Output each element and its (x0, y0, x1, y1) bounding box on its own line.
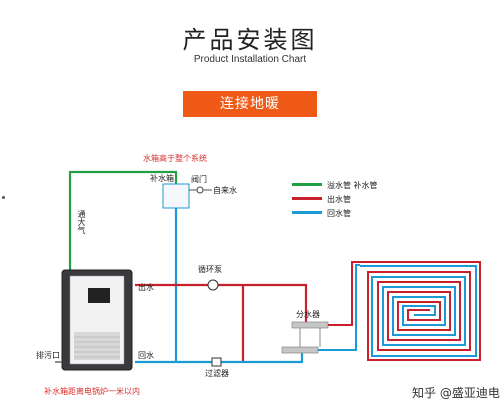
loop-supply-link (328, 261, 360, 326)
legend-swatch-green (292, 183, 322, 186)
outlet-label: 出水 (138, 283, 154, 292)
floor-loop-return (360, 265, 477, 357)
page-subtitle: Product Installation Chart (193, 54, 307, 65)
tap-water-label: 自来水 (213, 186, 237, 195)
circulation-pump-icon (207, 279, 219, 291)
legend-swatch-red (292, 197, 322, 200)
legend-label: 溢水管 补水管 (327, 181, 378, 190)
circulation-pump-label: 循环泵 (198, 265, 222, 274)
vent-pipe (68, 170, 178, 270)
outlet-pipe (135, 283, 308, 322)
manifold-top (291, 321, 329, 329)
legend-label: 回水管 (327, 209, 351, 218)
return-label: 回水 (138, 351, 154, 360)
manifold-label: 分水器 (296, 310, 320, 319)
boiler-vent-grille (74, 332, 120, 360)
watermark: 知乎 @盛亚迪电器 (412, 386, 500, 400)
filter-icon (211, 357, 222, 367)
filter-label: 过滤器 (205, 369, 229, 378)
floor-loop-supply (360, 261, 481, 361)
section-banner: 连接地暖 (183, 91, 317, 117)
makeup-tank-label: 补水箱 (150, 174, 174, 183)
tank-height-note: 水箱高于整个系统 (143, 154, 207, 163)
loop-return-link (318, 264, 360, 351)
stray-dot (2, 196, 5, 199)
boiler-vent-lines (74, 336, 120, 358)
makeup-tank (162, 183, 190, 209)
page-title: 产品安装图 (182, 26, 318, 54)
vent-label: 通大气 (77, 210, 86, 234)
valve-label: 阀门 (191, 175, 207, 184)
boiler-display (88, 288, 110, 303)
manifold-bottom (281, 346, 319, 354)
legend-swatch-blue (292, 211, 322, 214)
legend-label: 出水管 (327, 195, 351, 204)
drain-label: 排污口 (36, 351, 60, 360)
valve-icon (196, 186, 204, 194)
distance-note: 补水箱距离电锅炉一米以内 (44, 387, 140, 396)
return-pipe (135, 352, 304, 364)
